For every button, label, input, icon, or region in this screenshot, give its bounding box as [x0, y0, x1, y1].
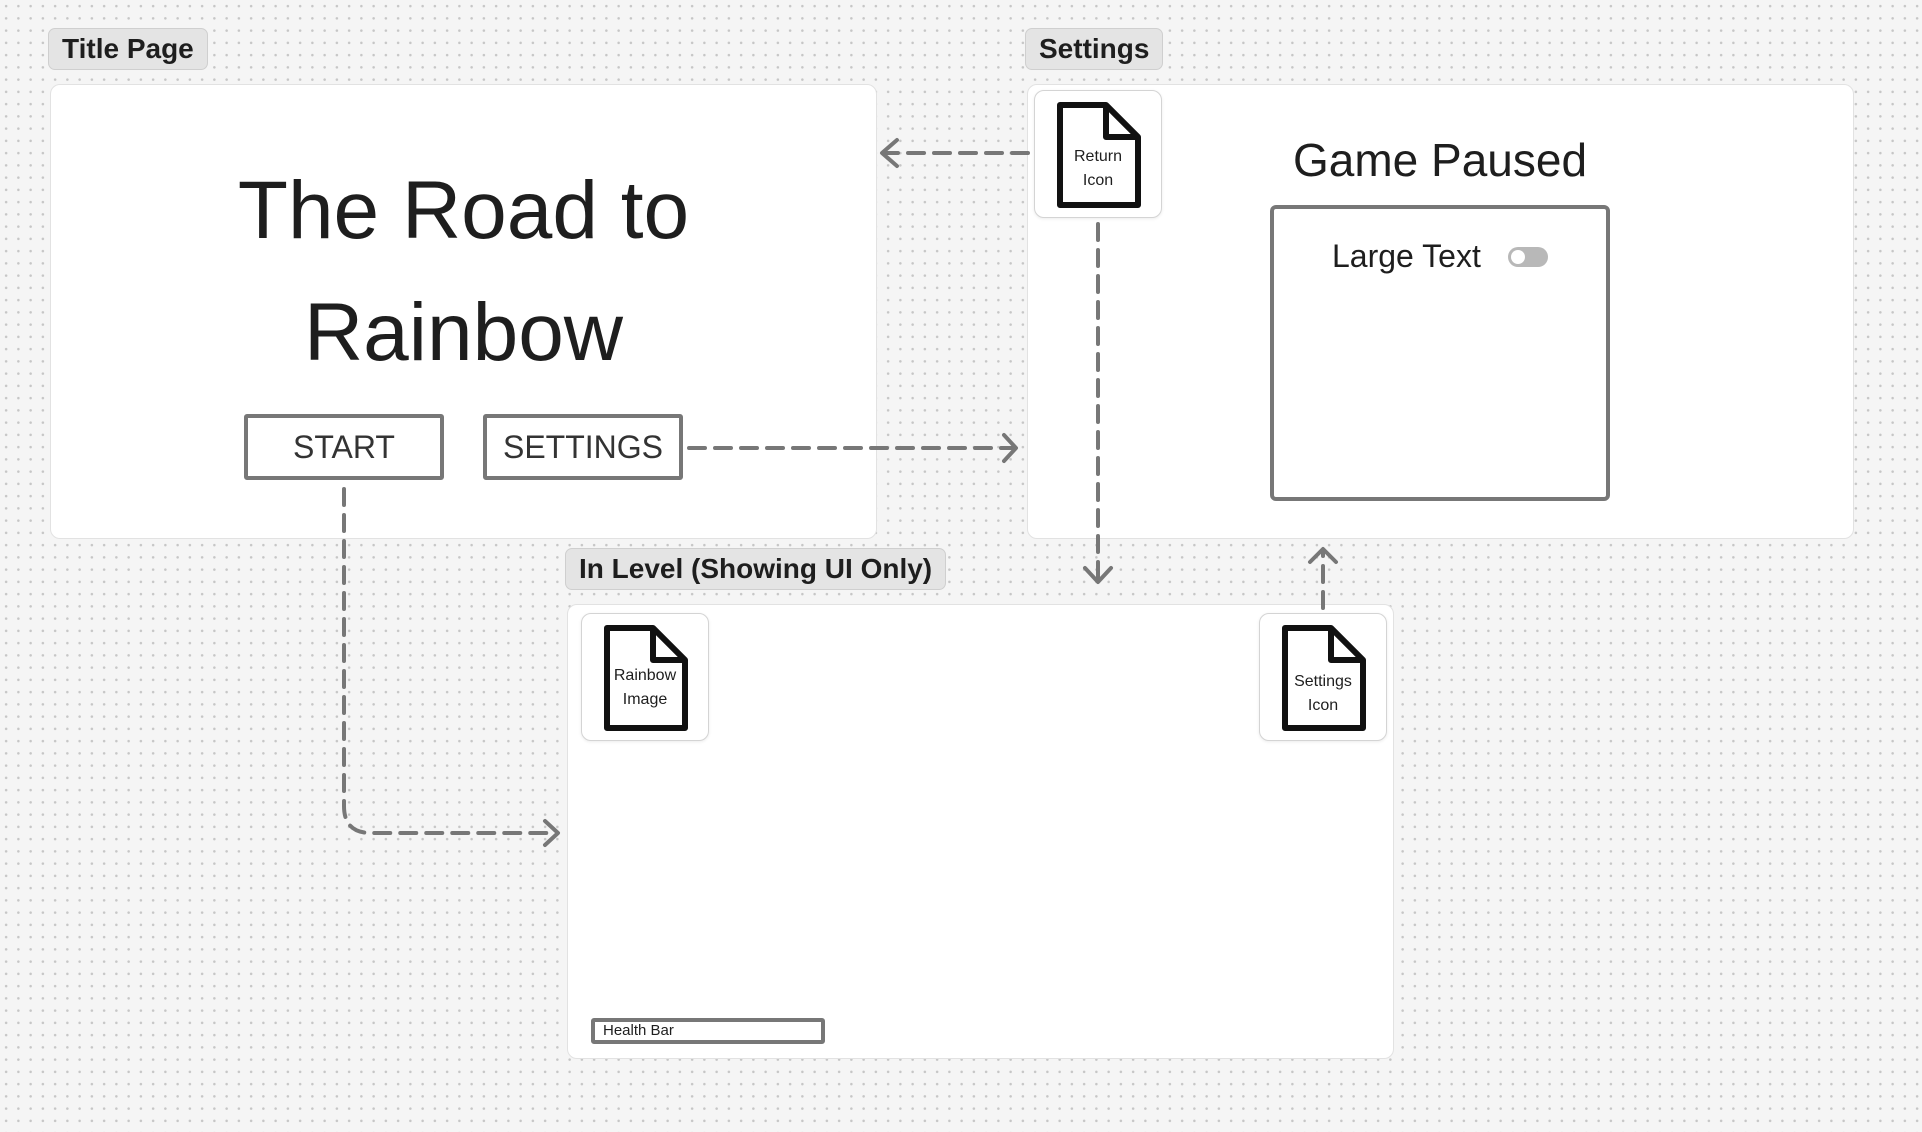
- game-title-line-1: The Road to: [237, 165, 690, 256]
- settings-button[interactable]: SETTINGS: [483, 414, 683, 480]
- large-text-toggle[interactable]: [1508, 247, 1548, 267]
- return-icon-card[interactable]: Return Icon: [1034, 90, 1162, 218]
- arrowhead-settings-frame: [1002, 433, 1018, 463]
- large-text-label: Large Text: [1332, 238, 1481, 274]
- rainbow-image-card: Rainbow Image: [581, 613, 709, 741]
- title-page-frame-label: Title Page: [48, 28, 208, 70]
- arrowhead-title-page: [880, 138, 899, 168]
- rainbow-image-label-line-2: Image: [622, 691, 668, 708]
- settings-frame-label: Settings: [1025, 28, 1164, 70]
- connector-start-to-in-level: [342, 487, 555, 835]
- arrowhead-in-level: [543, 819, 560, 847]
- in-level-frame-label: In Level (Showing UI Only): [565, 548, 947, 590]
- game-title: The Road to Rainbow: [50, 150, 877, 394]
- document-icon: [1282, 625, 1366, 731]
- rainbow-image-label-line-1: Rainbow: [613, 667, 677, 684]
- settings-panel: Large Text: [1270, 205, 1610, 501]
- return-icon-label-line-2: Icon: [1082, 172, 1114, 189]
- start-button[interactable]: START: [244, 414, 444, 480]
- settings-icon-card[interactable]: Settings Icon: [1259, 613, 1387, 741]
- document-icon: [604, 625, 688, 731]
- health-bar: Health Bar: [591, 1018, 825, 1044]
- settings-icon-label-line-2: Icon: [1307, 697, 1339, 714]
- toggle-knob: [1511, 250, 1525, 264]
- settings-icon-label-line-1: Settings: [1294, 673, 1352, 690]
- title-page-frame: [50, 84, 877, 539]
- game-paused-heading: Game Paused: [1292, 134, 1588, 186]
- document-icon: [1057, 102, 1141, 208]
- arrowhead-in-level-from-return: [1083, 566, 1113, 584]
- arrowhead-settings-frame-from-icon: [1308, 547, 1338, 564]
- game-title-line-2: Rainbow: [303, 287, 624, 378]
- return-icon-label-line-1: Return: [1073, 148, 1123, 165]
